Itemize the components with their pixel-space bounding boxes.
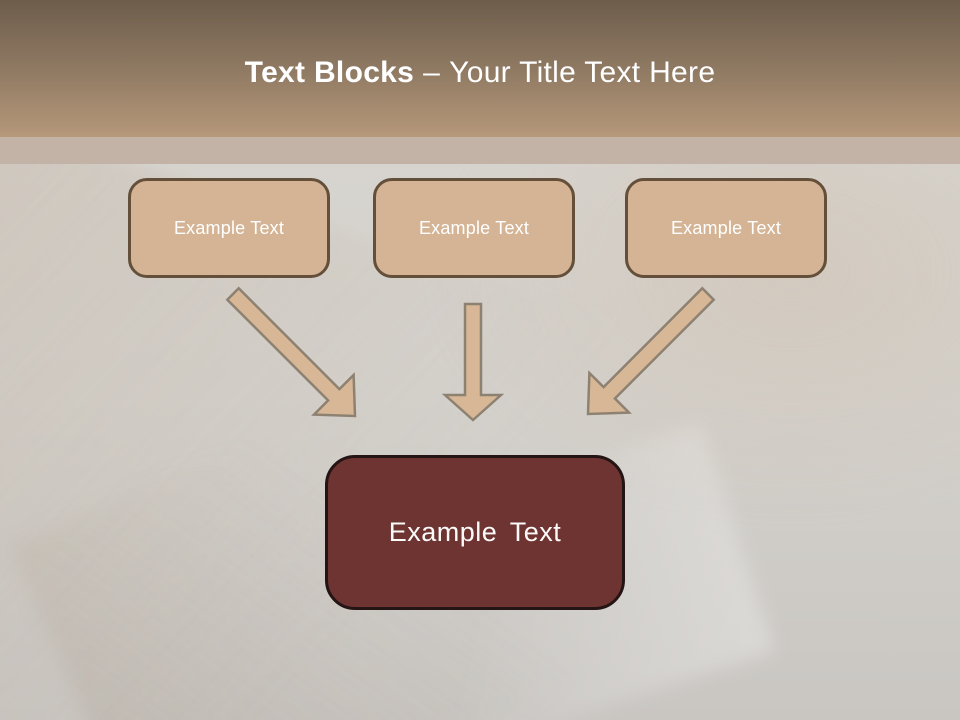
title-separator: – [423, 55, 441, 89]
text-block-1: Example Text [128, 178, 330, 278]
result-block-label: Example Text [388, 517, 562, 547]
slide-header: Text Blocks–Your Title Text Here [0, 0, 960, 137]
arrow-down-right-icon [225, 286, 357, 418]
title-subtitle: Your Title Text Here [449, 55, 716, 89]
text-block-1-label: Example Text [173, 217, 285, 238]
arrow-down-icon [441, 302, 505, 422]
text-block-2-label: Example Text [418, 217, 530, 238]
title-topic: Text Blocks [244, 55, 415, 89]
result-block: Example Text [325, 455, 625, 610]
arrow-down-left-icon [586, 286, 716, 416]
text-block-3-label: Example Text [670, 217, 782, 238]
header-divider-band [0, 137, 960, 164]
text-block-2: Example Text [373, 178, 575, 278]
slide-title: Text Blocks–Your Title Text Here [245, 48, 716, 90]
text-block-3: Example Text [625, 178, 827, 278]
